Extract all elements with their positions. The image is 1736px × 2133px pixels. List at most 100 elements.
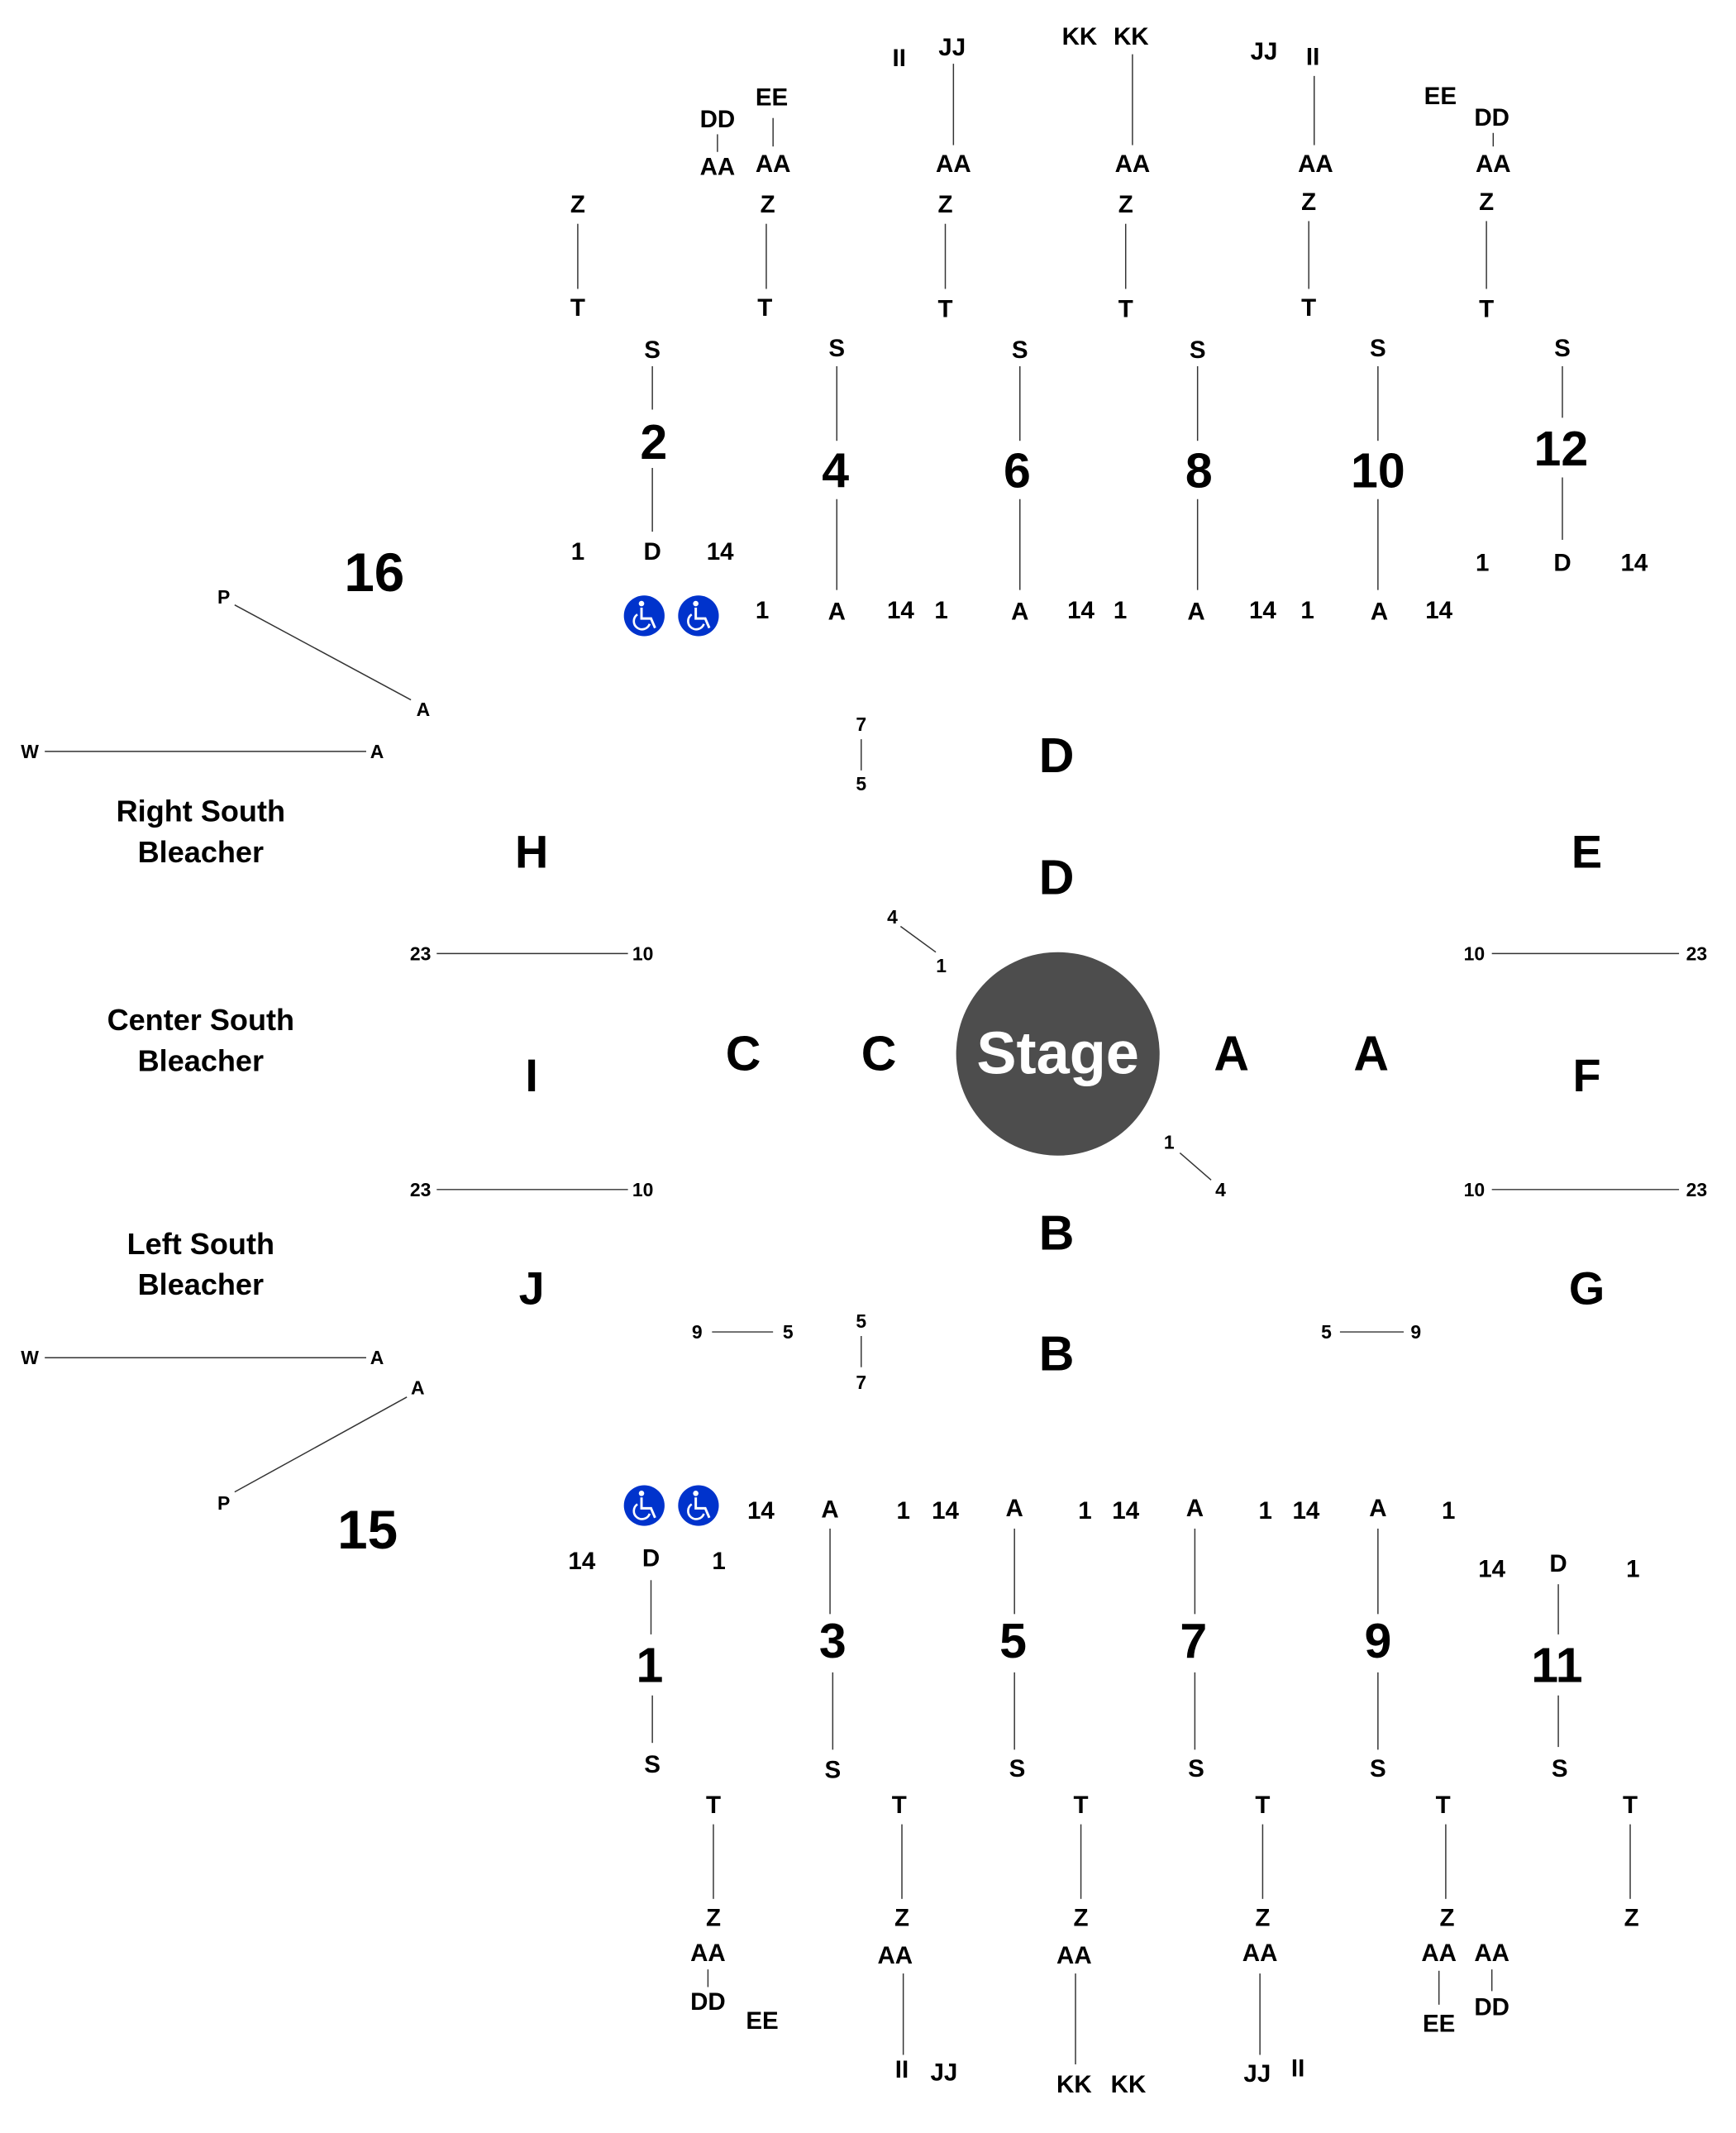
row-label: AA [1242,1940,1278,1967]
row-label: T [570,294,585,322]
wheelchair-icons [623,595,719,1526]
row-label: T [1255,1792,1270,1819]
seat-number: 14 [932,1497,959,1525]
section-number[interactable]: 2 [640,415,667,470]
row-label: Z [761,191,775,218]
row-label: AA [1421,1940,1457,1967]
section-c[interactable]: C [861,1027,897,1081]
row-label: JJ [938,34,966,61]
row-label: KK [1062,23,1098,50]
section-15[interactable]: 15 [337,1500,398,1560]
row-label: DD [1474,1994,1509,2021]
seat-number: 14 [1621,549,1648,576]
seat-number: 5 [856,1310,866,1332]
row-label: S [644,1751,661,1778]
seat-number: 23 [1686,942,1708,964]
seat-number: 10 [1464,942,1486,964]
section-b[interactable]: B [1039,1326,1075,1381]
section-number[interactable]: 11 [1531,1639,1582,1693]
bleacher-label: Bleacher [138,835,264,869]
seat-number: 9 [692,1321,703,1343]
row-label: II [895,2056,909,2083]
row-label: AA [756,150,791,178]
section-g[interactable]: G [1569,1263,1605,1315]
row-label: T [1118,296,1133,323]
row-label: T [706,1792,721,1819]
row-label: Z [937,191,952,218]
seat-number: 1 [896,1497,909,1525]
row-label: D [642,1545,660,1572]
seat-number: 23 [410,1179,432,1200]
section-number[interactable]: 7 [1180,1614,1207,1668]
stage-circle[interactable] [956,952,1160,1156]
section-e[interactable]: E [1571,826,1602,877]
row-label: Z [1624,1904,1639,1931]
section-number[interactable]: 12 [1534,422,1589,476]
row-label: AA [700,153,736,180]
section-f[interactable]: F [1572,1050,1600,1101]
row-label: S [1009,1755,1026,1782]
section-b[interactable]: B [1039,1205,1075,1260]
section-h[interactable]: H [515,826,548,877]
row-label: T [892,1792,907,1819]
section-number[interactable]: 5 [999,1614,1027,1668]
row-label: Z [1074,1904,1089,1931]
wheelchair-accessible-icon [678,595,719,637]
section-c[interactable]: C [726,1027,761,1081]
row-label: Z [1301,188,1316,216]
row-label: D [643,538,661,565]
section-16[interactable]: 16 [344,542,404,603]
section-number[interactable]: 9 [1364,1614,1391,1668]
row-label: EE [756,84,788,112]
seat-number: 1 [756,597,769,624]
row-label: Z [1479,188,1494,216]
seat-number: 1 [1164,1131,1175,1152]
row-label: A [411,1377,425,1398]
row-label: A [370,1347,384,1368]
row-label: EE [1424,83,1457,110]
seat-number: 9 [1410,1321,1421,1343]
section-a[interactable]: A [1353,1027,1389,1081]
section-j[interactable]: J [519,1263,545,1315]
bleacher-label: Bleacher [138,1043,264,1077]
section-number[interactable]: 1 [636,1639,663,1693]
row-line [899,925,937,953]
row-label: P [217,586,230,608]
section-i[interactable]: I [525,1050,538,1101]
row-label: S [1370,1755,1386,1782]
row-label: AA [936,150,971,178]
section-d[interactable]: D [1039,728,1075,783]
row-label: II [1291,2054,1304,2082]
row-label: Z [1440,1904,1455,1931]
section-number[interactable]: 6 [1004,443,1031,498]
row-label: A [1006,1495,1023,1522]
bleacher-label: Bleacher [138,1267,264,1301]
row-label: A [1186,1495,1204,1522]
section-number[interactable]: 10 [1351,443,1405,498]
row-label: AA [877,1942,913,1969]
row-label: AA [1298,150,1333,178]
section-number[interactable]: 8 [1185,443,1213,498]
seat-number: 1 [1476,549,1489,576]
section-number[interactable]: 3 [819,1614,847,1668]
seat-number: 14 [887,597,914,624]
stage-label: Stage [976,1021,1139,1087]
bleacher-label: Center South [107,1003,295,1037]
seat-number: 23 [1686,1179,1708,1200]
row-label: A [821,1496,838,1523]
row-label: II [1306,43,1319,70]
row-label: A [1369,1495,1386,1522]
section-a[interactable]: A [1214,1027,1249,1081]
seat-number: 5 [856,773,866,795]
row-label: S [1188,1755,1204,1782]
seat-number: 1 [936,955,947,976]
row-label: JJ [930,2059,957,2086]
section-number[interactable]: 4 [822,443,849,498]
row-label: T [1479,296,1494,323]
row-label: AA [1056,1942,1092,1969]
section-d[interactable]: D [1039,850,1075,904]
row-label: S [1554,335,1571,362]
seat-number: 4 [1215,1179,1226,1200]
row-label: S [1370,335,1386,362]
